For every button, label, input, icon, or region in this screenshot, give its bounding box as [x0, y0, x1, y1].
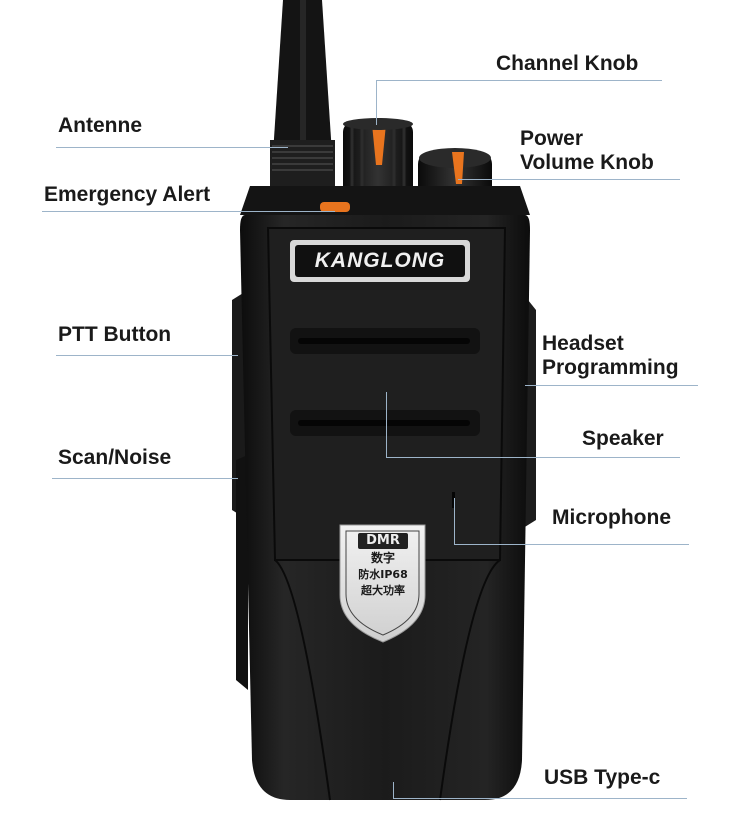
leader-volume-knob: [458, 179, 680, 180]
badge-line3: 防水IP68: [358, 568, 408, 581]
badge-line4: 超大功率: [361, 584, 405, 597]
label-speaker: Speaker: [582, 427, 664, 450]
dmr-badge: DMR 数字 防水IP68 超大功率: [346, 533, 420, 599]
label-scan-noise: Scan/Noise: [58, 446, 172, 469]
leader-antenne: [56, 147, 288, 148]
speaker-grille: [290, 328, 480, 436]
label-headset: Headset: [542, 332, 624, 355]
leader-headset: [525, 385, 698, 386]
leader-channel-knob-drop: [376, 80, 377, 125]
antenna: [270, 0, 335, 200]
leader-usb: [393, 798, 687, 799]
label-usb: USB Type-c: [544, 766, 661, 789]
badge-dmr: DMR: [358, 533, 408, 549]
leader-speaker: [386, 457, 680, 458]
label-antenne: Antenne: [58, 114, 142, 137]
leader-emergency-alert: [42, 211, 335, 212]
label-emergency-alert: Emergency Alert: [44, 183, 211, 206]
label-volume-knob: Volume Knob: [520, 151, 654, 174]
leader-channel-knob: [376, 80, 662, 81]
emergency-button: [320, 202, 350, 212]
label-ptt-button: PTT Button: [58, 323, 172, 346]
leader-scan-noise: [52, 478, 238, 479]
label-channel-knob: Channel Knob: [496, 52, 639, 75]
label-microphone: Microphone: [552, 506, 671, 529]
brand-logo: KANGLONG: [314, 249, 446, 272]
badge-line2: 数字: [370, 551, 395, 565]
label-power: Power: [520, 127, 584, 150]
label-programming: Programming: [542, 356, 679, 379]
leader-speaker-rise: [386, 392, 387, 457]
microphone-hole: [452, 492, 455, 508]
leader-microphone: [454, 544, 689, 545]
leader-microphone-rise: [454, 498, 455, 544]
leader-usb-rise: [393, 782, 394, 798]
channel-knob: [343, 118, 413, 202]
leader-ptt-button: [56, 355, 238, 356]
